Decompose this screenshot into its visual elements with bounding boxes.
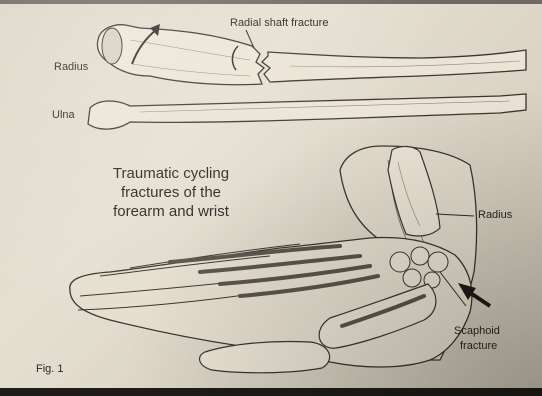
radius-bone-distal bbox=[262, 50, 526, 82]
label-radial-shaft-fracture: Radial shaft fracture bbox=[230, 18, 328, 29]
radius-bone-proximal bbox=[97, 25, 264, 85]
title-line: fractures of the bbox=[96, 183, 246, 202]
label-scaphoid: Scaphoid bbox=[454, 326, 500, 337]
label-fracture: fracture bbox=[460, 341, 497, 352]
ulna-bone bbox=[88, 94, 526, 129]
label-ulna: Ulna bbox=[52, 110, 75, 121]
title-line: forearm and wrist bbox=[96, 202, 246, 221]
figure-title: Traumatic cycling fractures of the forea… bbox=[96, 164, 246, 221]
title-line: Traumatic cycling bbox=[96, 164, 246, 183]
photo-border-bottom bbox=[0, 388, 542, 396]
hand bbox=[70, 238, 472, 373]
label-radius-wrist: Radius bbox=[478, 210, 512, 221]
figure-number: Fig. 1 bbox=[36, 364, 64, 375]
label-radius-top: Radius bbox=[54, 62, 88, 73]
